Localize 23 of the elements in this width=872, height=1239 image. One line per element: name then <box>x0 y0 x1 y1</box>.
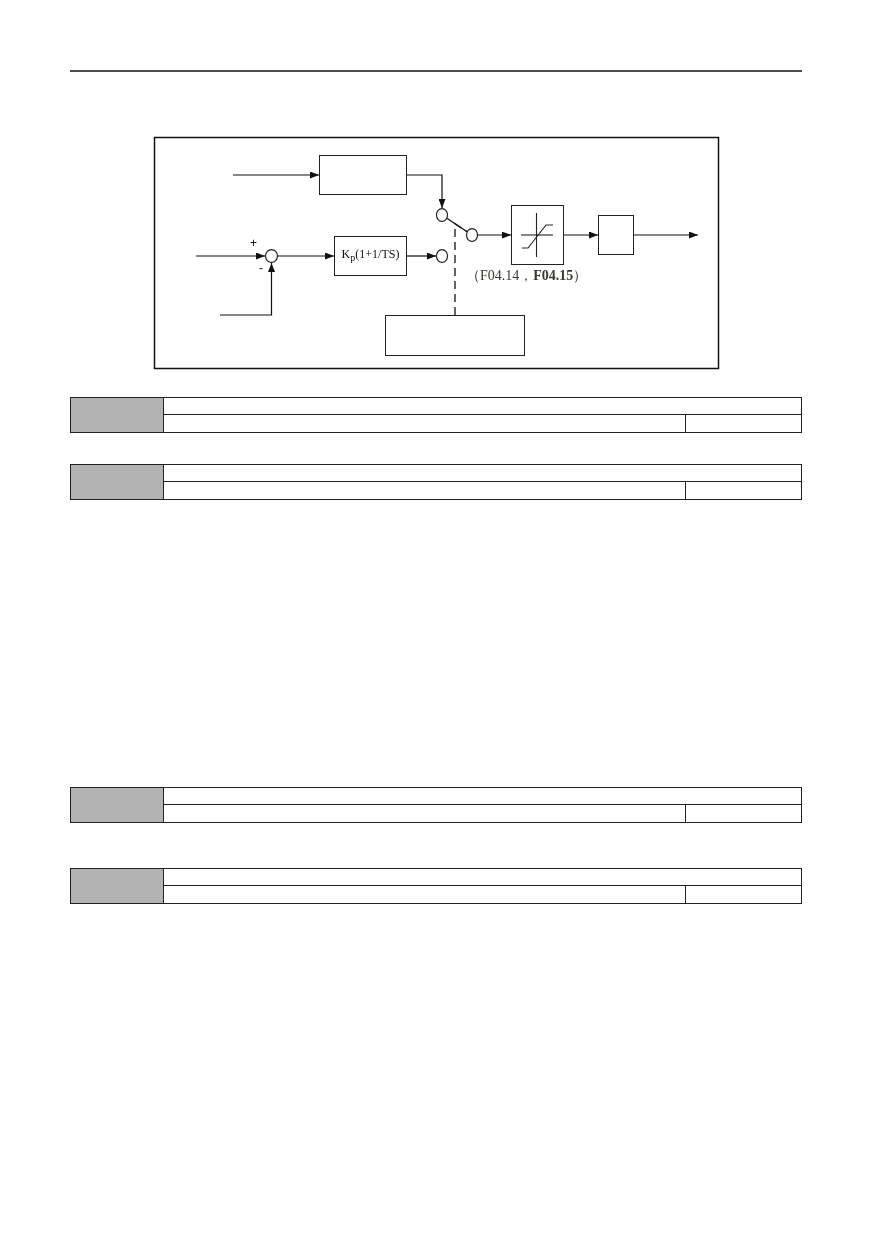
switch-pivot <box>466 228 478 242</box>
switch-blade <box>446 217 468 233</box>
switch-contact <box>436 249 448 263</box>
edge-label: + <box>249 237 258 249</box>
function-block <box>319 155 407 195</box>
signal-arrow <box>477 231 512 239</box>
function-block <box>385 315 525 356</box>
signal-arrow <box>219 262 275 316</box>
pi-controller-block <box>334 236 407 276</box>
signal-arrow <box>406 174 446 209</box>
limiter-block <box>511 205 564 265</box>
signal-arrow <box>277 252 335 260</box>
signal-arrow <box>406 252 437 260</box>
switch-contact <box>436 208 448 222</box>
function-block <box>598 215 634 255</box>
dashed-control-line <box>454 222 468 316</box>
signal-arrow <box>563 231 599 239</box>
formula-text: K$_{p}$(1+1/TS) <box>341 248 400 264</box>
signal-arrow <box>633 231 699 239</box>
summing-junction <box>265 249 278 263</box>
parameter-range-label: （F04.14，F04.15） <box>466 268 588 285</box>
signal-arrow <box>232 171 320 179</box>
signal-arrow <box>195 252 266 260</box>
